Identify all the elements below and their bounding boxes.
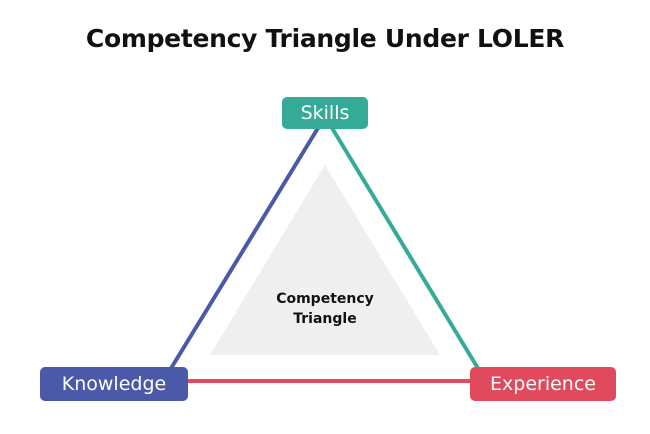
center-label: Competency Triangle (245, 289, 405, 329)
center-label-line1: Competency (276, 291, 374, 307)
inner-triangle (210, 165, 440, 355)
node-experience: Experience (470, 367, 616, 401)
diagram-title: Competency Triangle Under LOLER (85, 24, 565, 53)
edge-skills-knowledge (168, 126, 320, 372)
edge-skills-experience (330, 126, 481, 372)
node-knowledge-label: Knowledge (61, 373, 167, 395)
node-experience-label: Experience (490, 373, 596, 395)
center-label-line2: Triangle (293, 311, 357, 327)
node-knowledge: Knowledge (40, 367, 188, 401)
node-skills-label: Skills (300, 102, 350, 124)
node-skills: Skills (282, 97, 368, 129)
